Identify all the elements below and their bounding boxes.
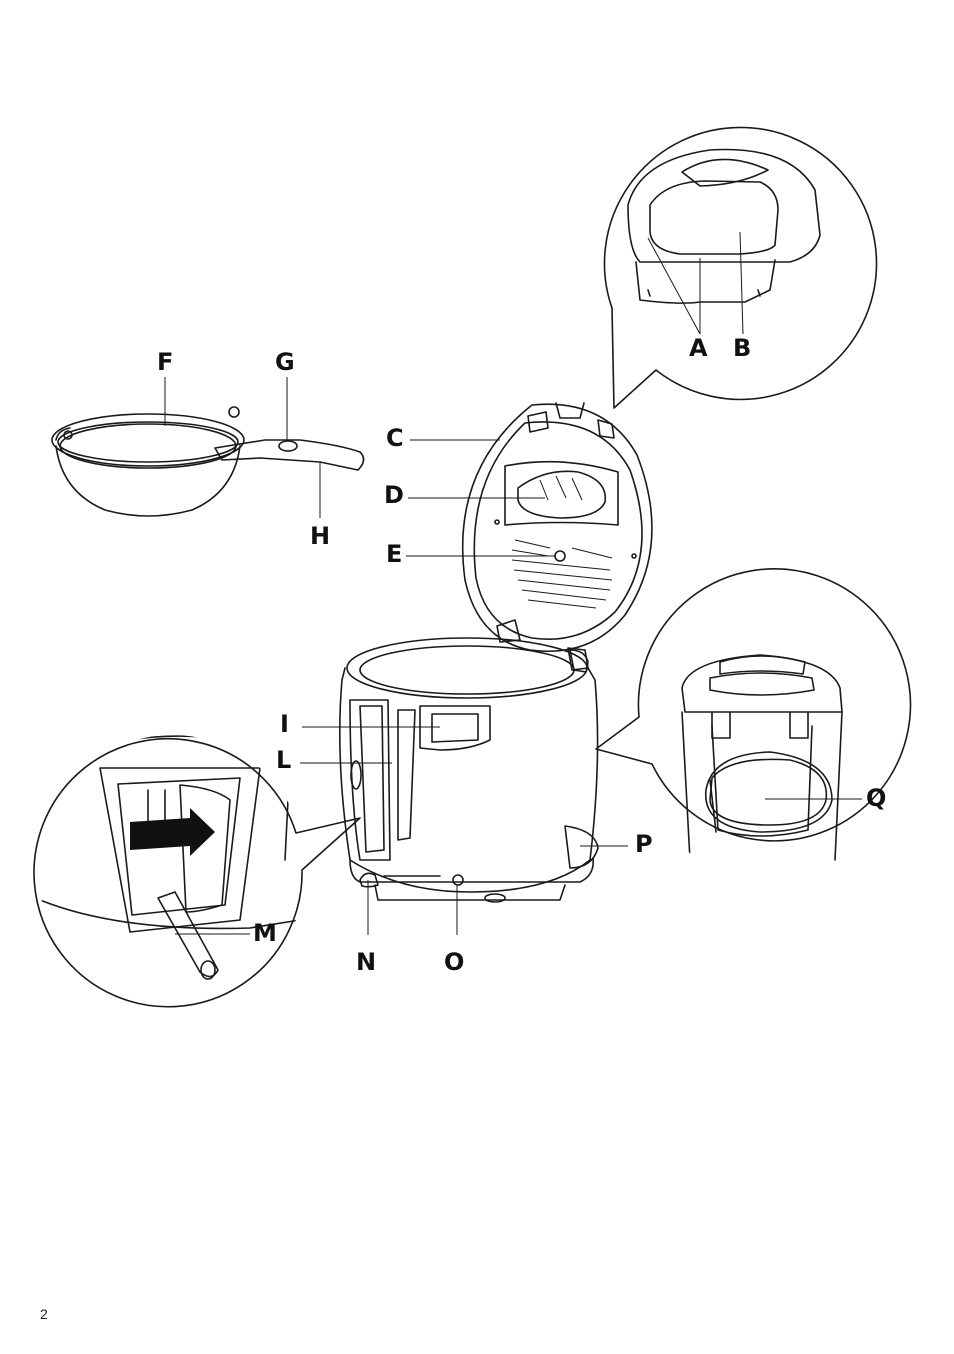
label-f: F [157,348,173,376]
label-e: E [386,540,402,568]
frying-basket [52,377,364,518]
label-l: L [276,746,291,774]
label-c: C [386,424,404,452]
lid [406,403,652,670]
label-i: I [280,710,289,738]
lid-filter-detail [604,127,876,408]
label-b: B [733,334,751,362]
page-number: 2 [40,1306,48,1322]
label-a: A [689,334,708,362]
drain-tube-detail [34,736,360,1007]
label-p: P [635,830,653,858]
fryer-body [300,638,628,935]
label-g: G [275,348,295,376]
label-h: H [310,522,330,550]
label-m: M [253,919,277,947]
cord-storage-detail [596,569,910,860]
label-o: O [444,948,464,976]
label-n: N [356,948,376,976]
label-d: D [384,481,404,509]
label-q: Q [866,784,886,812]
